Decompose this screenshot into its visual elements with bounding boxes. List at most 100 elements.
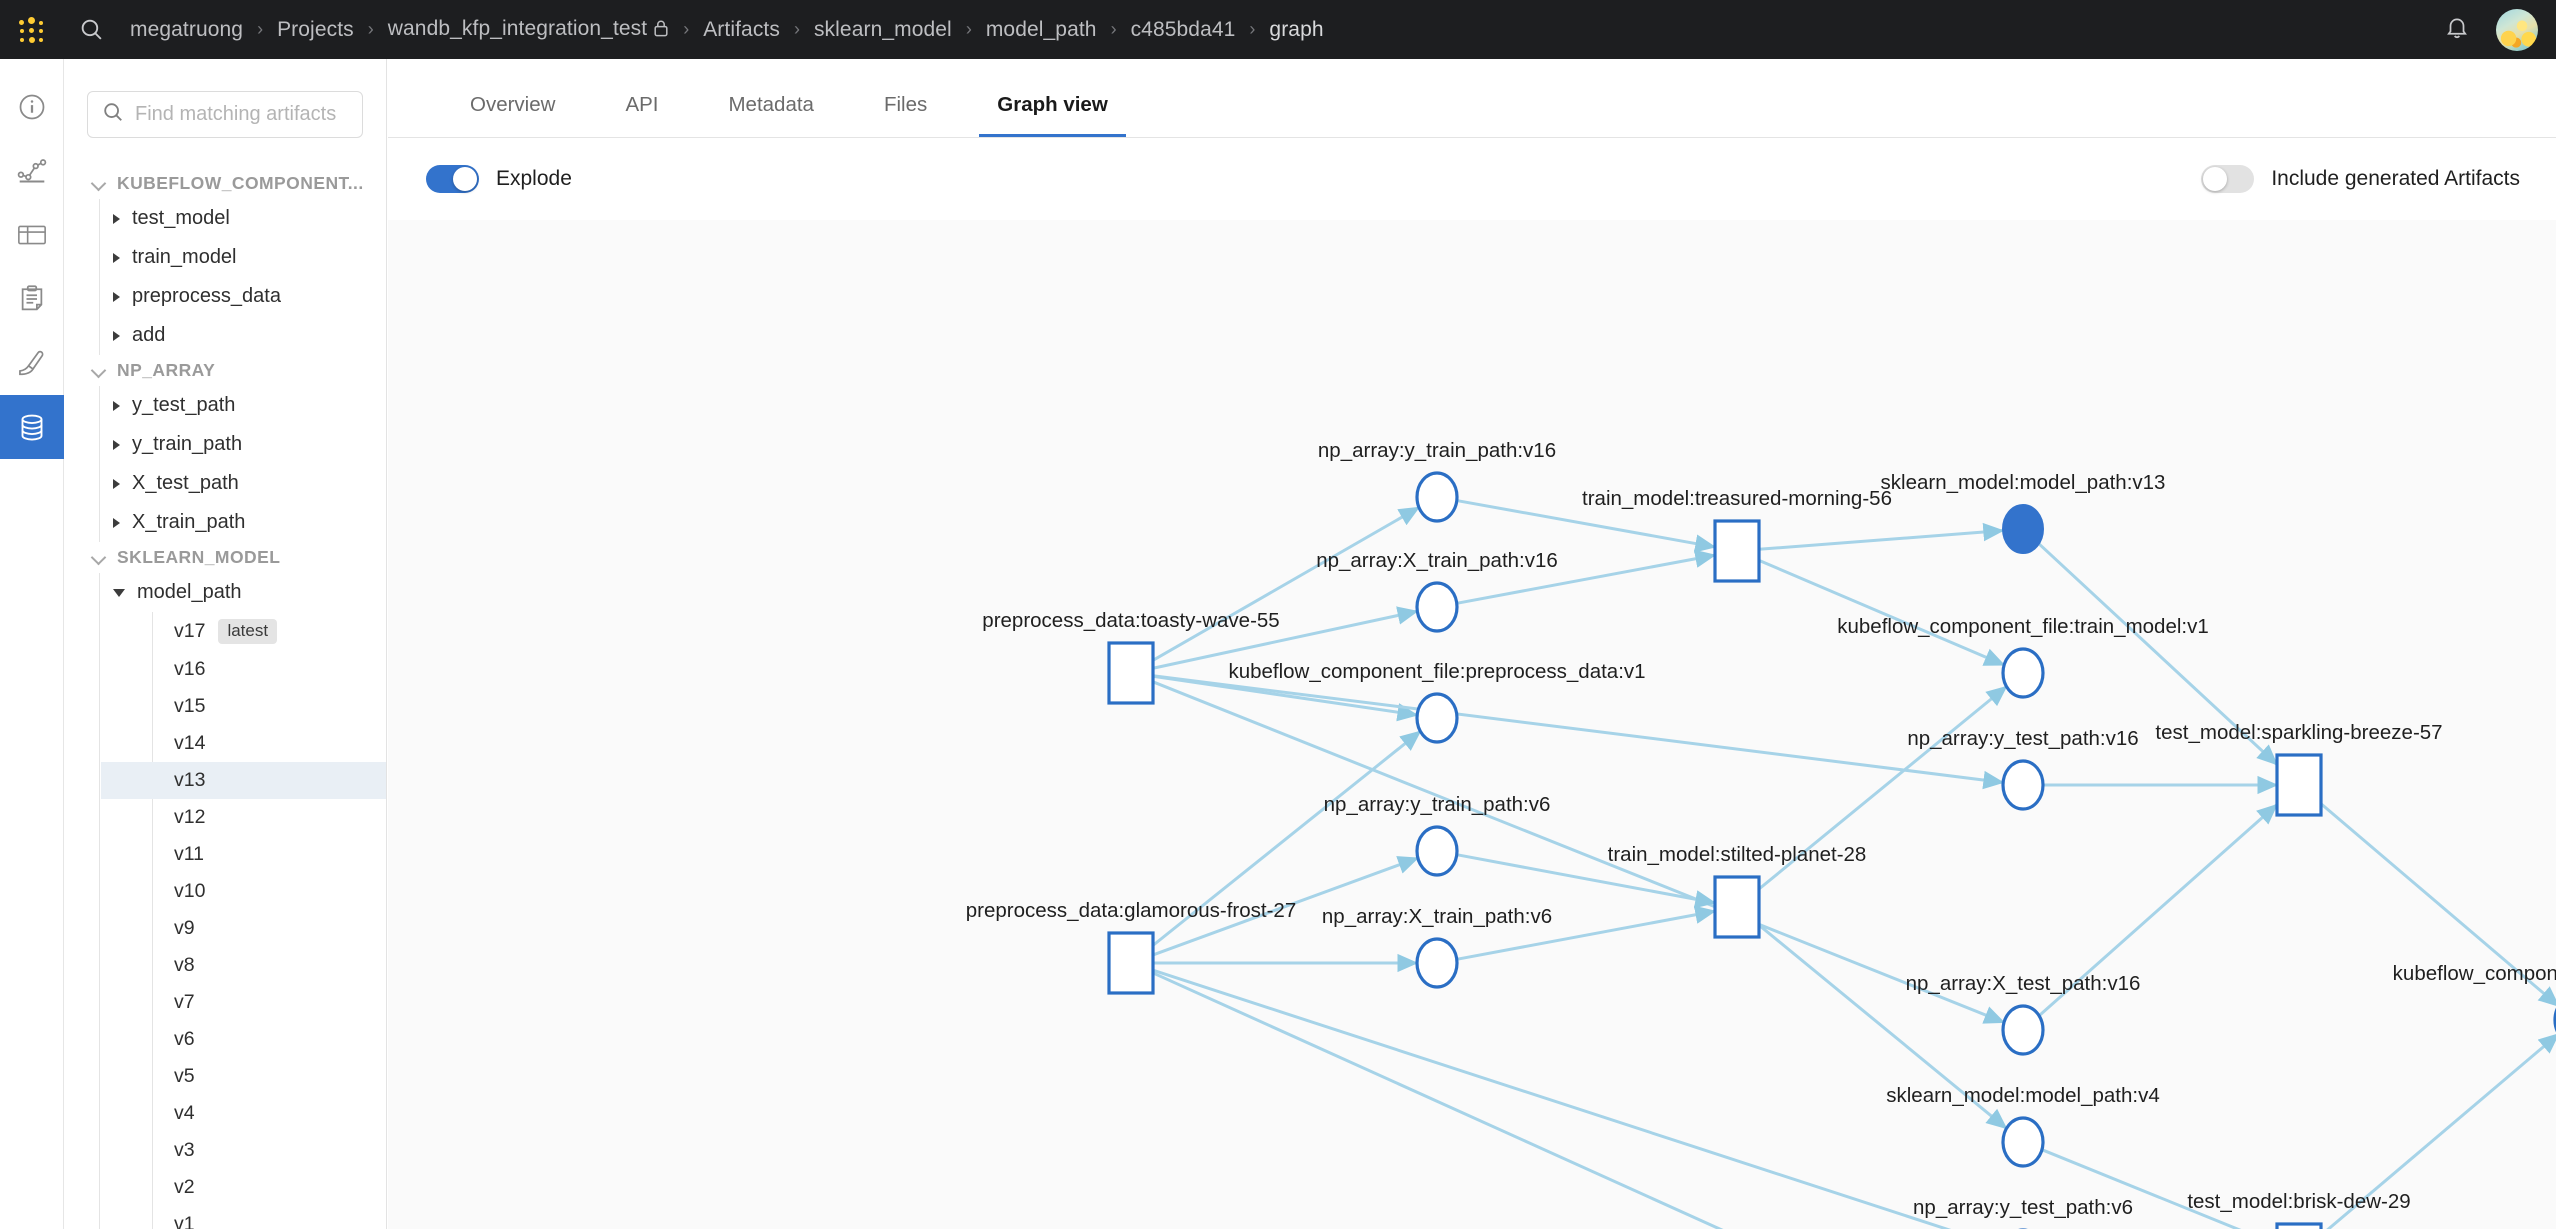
- version-label: v14: [174, 731, 206, 754]
- triangle-down-icon: [113, 588, 125, 597]
- breadcrumb-separator: ›: [683, 19, 690, 39]
- tree-group-sklearn-model[interactable]: SKLEARN_MODEL: [64, 542, 386, 573]
- main-content: Overview API Metadata Files Graph view Explo…: [388, 59, 2556, 1229]
- breadcrumb-item-projects[interactable]: Projects: [277, 17, 354, 41]
- breadcrumb-item-megatruong[interactable]: megatruong: [130, 17, 244, 41]
- explode-switch[interactable]: [426, 165, 479, 193]
- breadcrumb-item-wandb-kfp-integration-test[interactable]: wandb_kfp_integration_test: [386, 17, 671, 43]
- graph-edge: [1456, 853, 1717, 909]
- version-item-v9[interactable]: v9: [101, 910, 386, 947]
- avatar[interactable]: [2496, 8, 2538, 51]
- explode-toggle[interactable]: Explode: [426, 165, 572, 193]
- graph-node-circle[interactable]: [1415, 937, 1459, 989]
- breadcrumb-item-c485bda41[interactable]: c485bda41: [1130, 17, 1236, 41]
- graph-node-circle[interactable]: [1415, 471, 1459, 523]
- version-label: v5: [174, 1064, 195, 1087]
- version-label: v6: [174, 1027, 195, 1050]
- search-input[interactable]: [135, 103, 348, 126]
- version-item-v16[interactable]: v16: [101, 651, 386, 688]
- version-item-v4[interactable]: v4: [101, 1095, 386, 1132]
- graph-node-circle[interactable]: [1415, 825, 1459, 877]
- breadcrumb-separator: ›: [1110, 19, 1117, 39]
- triangle-right-icon: [113, 400, 120, 411]
- graph-node-circle[interactable]: [1415, 692, 1459, 744]
- graph-node-square[interactable]: [1713, 875, 1761, 939]
- breadcrumb-item-artifacts[interactable]: Artifacts: [703, 17, 780, 41]
- lock-icon: [653, 19, 669, 43]
- tree-item-train_model[interactable]: train_model: [100, 238, 386, 277]
- breadcrumb-item-sklearn-model[interactable]: sklearn_model: [813, 17, 952, 41]
- nav-rail: [0, 59, 64, 1229]
- tree-group-kubeflow-component-[interactable]: KUBEFLOW_COMPONENT...: [64, 168, 386, 199]
- breadcrumb-item-model-path[interactable]: model_path: [985, 17, 1097, 41]
- version-item-v10[interactable]: v10: [101, 873, 386, 910]
- graph-node-circle[interactable]: [2001, 759, 2045, 811]
- graph-node-circle[interactable]: [1415, 581, 1459, 633]
- version-item-v14[interactable]: v14: [101, 725, 386, 762]
- graph-node-square[interactable]: [1713, 519, 1761, 583]
- bell-icon[interactable]: [2444, 14, 2470, 45]
- tree-item-y_train_path[interactable]: y_train_path: [100, 425, 386, 464]
- graph-node-square[interactable]: [1107, 931, 1155, 995]
- tree-item-add[interactable]: add: [100, 316, 386, 355]
- breadcrumb-item-graph[interactable]: graph: [1269, 17, 1324, 41]
- breadcrumb-separator: ›: [257, 19, 264, 39]
- reports-icon[interactable]: [0, 267, 64, 331]
- graph-node-square[interactable]: [2275, 1222, 2323, 1229]
- tab-graph-view[interactable]: Graph view: [979, 93, 1126, 137]
- include-generated-toggle[interactable]: Include generated Artifacts: [2201, 165, 2520, 193]
- graph-edge: [1152, 971, 1724, 1229]
- charts-icon[interactable]: [0, 139, 64, 203]
- tree-item-preprocess_data[interactable]: preprocess_data: [100, 277, 386, 316]
- version-item-v8[interactable]: v8: [101, 947, 386, 984]
- tree-item-label: preprocess_data: [132, 285, 281, 307]
- version-item-v12[interactable]: v12: [101, 799, 386, 836]
- wandb-logo[interactable]: [0, 0, 64, 59]
- graph-node-circle-selected[interactable]: [2002, 504, 2044, 554]
- tab-overview[interactable]: Overview: [470, 93, 556, 116]
- tab-files[interactable]: Files: [883, 93, 928, 116]
- include-generated-switch[interactable]: [2201, 165, 2255, 193]
- tree-item-model_path[interactable]: model_path: [100, 573, 386, 612]
- tab-metadata[interactable]: Metadata: [728, 93, 814, 116]
- include-generated-label: Include generated Artifacts: [2271, 167, 2520, 190]
- version-label: v4: [174, 1101, 195, 1124]
- graph-node-circle[interactable]: [2001, 1116, 2045, 1168]
- latest-badge: latest: [218, 619, 278, 644]
- search-icon[interactable]: [64, 0, 118, 59]
- artifacts-icon[interactable]: [0, 395, 64, 459]
- triangle-right-icon: [113, 291, 120, 302]
- version-item-v7[interactable]: v7: [101, 984, 386, 1021]
- graph-node-square[interactable]: [2275, 753, 2323, 817]
- triangle-right-icon: [113, 478, 120, 489]
- graph-node-circle[interactable]: [2001, 647, 2045, 699]
- graph-edge: [1152, 856, 1420, 957]
- graph-node-circle[interactable]: [2001, 1004, 2045, 1056]
- graph-node-square[interactable]: [1107, 641, 1155, 705]
- tree-item-X_train_path[interactable]: X_train_path: [100, 503, 386, 542]
- tree-item-X_test_path[interactable]: X_test_path: [100, 464, 386, 503]
- version-item-v2[interactable]: v2: [101, 1169, 386, 1206]
- search-icon: [102, 101, 124, 128]
- graph-edge: [1152, 506, 1421, 662]
- overview-icon[interactable]: [0, 75, 64, 139]
- tree-item-test_model[interactable]: test_model: [100, 199, 386, 238]
- version-item-v5[interactable]: v5: [101, 1058, 386, 1095]
- tree-group-np-array[interactable]: NP_ARRAY: [64, 355, 386, 386]
- tab-api[interactable]: API: [625, 93, 659, 116]
- version-label: v15: [174, 694, 206, 717]
- version-item-v11[interactable]: v11: [101, 836, 386, 873]
- version-item-v3[interactable]: v3: [101, 1132, 386, 1169]
- tree-item-y_test_path[interactable]: y_test_path: [100, 386, 386, 425]
- version-item-v13[interactable]: v13: [101, 761, 386, 799]
- version-item-v15[interactable]: v15: [101, 688, 386, 725]
- sweeps-icon[interactable]: [0, 331, 64, 395]
- version-item-v1[interactable]: v1: [101, 1206, 386, 1229]
- version-item-v6[interactable]: v6: [101, 1021, 386, 1058]
- table-icon[interactable]: [0, 203, 64, 267]
- graph-edge: [1152, 674, 2005, 790]
- search-artifacts-box[interactable]: [87, 91, 363, 138]
